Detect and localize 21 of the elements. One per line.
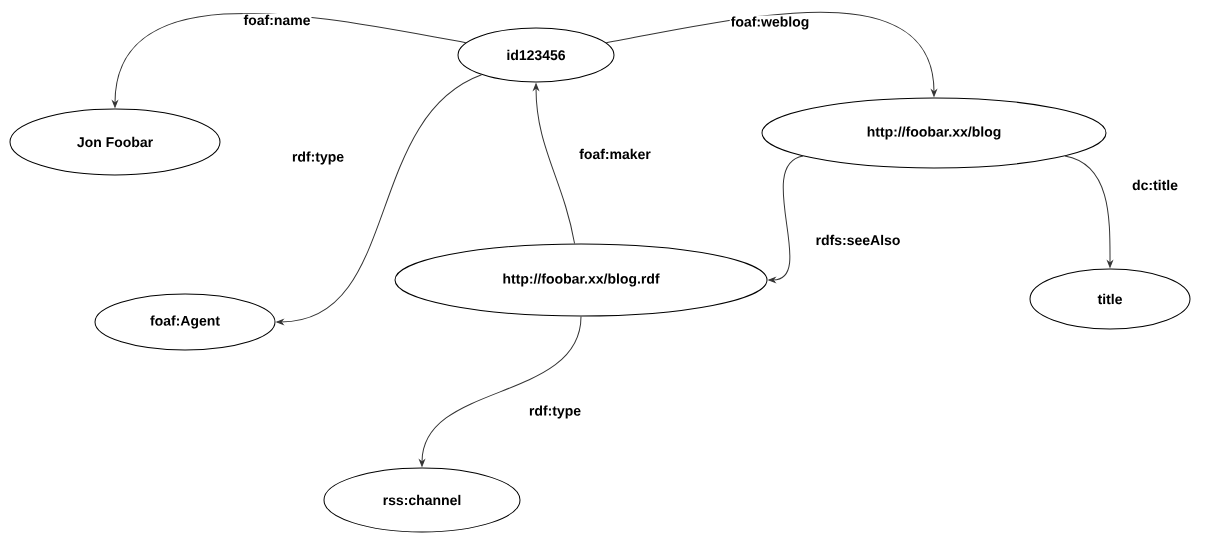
arrow	[1064, 155, 1113, 268]
edge-label: rdf:type	[527, 404, 583, 420]
ellipse-node: http://foobar.xx/blog.rdf	[394, 243, 768, 317]
edge-label: rdf:type	[290, 150, 346, 166]
ellipse-node: http://foobar.xx/blog	[761, 97, 1107, 169]
arrow	[112, 12, 467, 108]
ellipse-node: title	[1029, 268, 1191, 330]
arrow	[276, 74, 483, 325]
edge-label: dc:title	[1131, 178, 1179, 192]
edge-label: foaf:weblog	[729, 15, 811, 31]
edge-label: foaf:maker	[578, 147, 652, 161]
ellipse-node: rss:channel	[323, 467, 521, 533]
arrow	[768, 155, 804, 283]
edge-label: foaf:name	[242, 13, 312, 27]
ellipse-node: Jon Foobar	[9, 108, 221, 176]
ellipse-node: foaf:Agent	[94, 293, 276, 351]
ellipse-node: id123456	[457, 27, 615, 83]
arrow	[533, 83, 576, 244]
arrow	[419, 316, 582, 467]
arrow	[605, 11, 937, 97]
edge-label: rdfs:seeAlso	[814, 233, 902, 247]
